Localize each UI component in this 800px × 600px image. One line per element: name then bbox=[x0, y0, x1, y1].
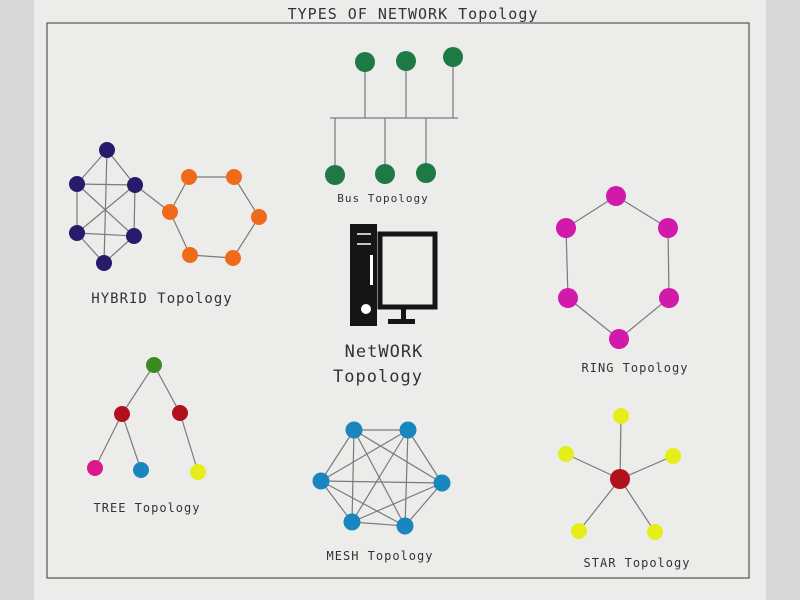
network-node bbox=[556, 218, 576, 238]
network-node bbox=[172, 405, 188, 421]
connection-line bbox=[320, 480, 443, 484]
connection-line bbox=[351, 521, 406, 527]
connection-line bbox=[133, 184, 136, 237]
network-node bbox=[343, 513, 361, 531]
center-label-line2: Topology bbox=[333, 367, 423, 387]
network-node bbox=[190, 464, 206, 480]
connection-line bbox=[121, 413, 142, 471]
network-node bbox=[96, 255, 112, 271]
connection-line bbox=[121, 364, 155, 415]
connection-line bbox=[667, 227, 670, 299]
network-node bbox=[146, 357, 162, 373]
network-node bbox=[665, 448, 681, 464]
network-node bbox=[558, 446, 574, 462]
star-topology-diagram bbox=[558, 408, 681, 540]
connection-line bbox=[320, 429, 355, 482]
poster-border bbox=[46, 22, 750, 579]
connection-line bbox=[76, 232, 135, 237]
paper-sheet bbox=[34, 0, 766, 600]
network-node bbox=[99, 142, 115, 158]
connection-line bbox=[94, 413, 123, 469]
tree-topology-label: TREE Topology bbox=[94, 501, 201, 515]
star-topology-label: STAR Topology bbox=[584, 556, 691, 570]
hybrid-topology-diagram bbox=[69, 142, 267, 271]
connection-line bbox=[353, 429, 443, 484]
connection-line bbox=[76, 184, 136, 234]
network-node bbox=[355, 52, 375, 72]
connection-line bbox=[407, 429, 443, 484]
network-node bbox=[226, 169, 242, 185]
connection-line bbox=[320, 480, 353, 523]
connection-line bbox=[153, 364, 181, 414]
network-node bbox=[133, 462, 149, 478]
connection-line bbox=[567, 297, 620, 340]
connection-line bbox=[232, 216, 260, 259]
network-node bbox=[87, 460, 103, 476]
network-node bbox=[312, 472, 330, 490]
connection-line bbox=[565, 227, 569, 299]
connection-line bbox=[615, 195, 669, 229]
tree-topology-diagram bbox=[87, 357, 206, 480]
network-node bbox=[69, 176, 85, 192]
bus-topology-label: Bus Topology bbox=[337, 192, 428, 205]
poster-title: TYPES OF NETWORK Topology bbox=[288, 5, 539, 23]
network-node bbox=[127, 177, 143, 193]
network-node bbox=[251, 209, 267, 225]
connection-line bbox=[404, 429, 409, 527]
connection-line bbox=[619, 415, 622, 480]
network-node bbox=[558, 288, 578, 308]
connection-line bbox=[351, 429, 355, 523]
connection-line bbox=[578, 478, 621, 532]
tower-power-button bbox=[361, 304, 371, 314]
mesh-topology-diagram bbox=[312, 421, 451, 535]
connection-line bbox=[320, 480, 406, 527]
network-node bbox=[613, 408, 629, 424]
computer-monitor bbox=[377, 231, 438, 310]
connection-line bbox=[404, 482, 443, 527]
network-node bbox=[126, 228, 142, 244]
network-node bbox=[396, 51, 416, 71]
network-node bbox=[433, 474, 451, 492]
network-node bbox=[325, 165, 345, 185]
network-node bbox=[606, 186, 626, 206]
connection-line bbox=[351, 482, 443, 523]
connection-line bbox=[103, 149, 108, 264]
connection-line bbox=[353, 429, 406, 527]
network-node bbox=[181, 169, 197, 185]
ring-topology-diagram bbox=[556, 186, 679, 349]
connection-line bbox=[76, 183, 136, 186]
network-node bbox=[610, 469, 630, 489]
monitor-neck bbox=[401, 307, 406, 319]
computer-icon bbox=[350, 224, 438, 326]
network-node bbox=[162, 204, 178, 220]
network-node bbox=[443, 47, 463, 67]
network-node bbox=[647, 524, 663, 540]
network-node bbox=[345, 421, 363, 439]
network-node bbox=[396, 517, 414, 535]
connection-line bbox=[351, 429, 409, 523]
monitor-stand bbox=[388, 319, 415, 324]
network-node bbox=[375, 164, 395, 184]
ring-topology-label: RING Topology bbox=[582, 361, 689, 375]
connection-line bbox=[619, 478, 656, 533]
center-label-line1: NetWORK bbox=[345, 342, 424, 362]
network-node bbox=[658, 218, 678, 238]
bus-topology-diagram bbox=[325, 47, 463, 185]
network-node bbox=[399, 421, 417, 439]
network-node bbox=[609, 329, 629, 349]
network-node bbox=[416, 163, 436, 183]
tower-detail bbox=[370, 255, 373, 285]
network-node bbox=[225, 250, 241, 266]
network-node bbox=[659, 288, 679, 308]
connection-line bbox=[179, 412, 199, 473]
network-node bbox=[182, 247, 198, 263]
connection-line bbox=[618, 297, 670, 340]
connection-line bbox=[320, 429, 409, 482]
network-node bbox=[114, 406, 130, 422]
hybrid-topology-label: HYBRID Topology bbox=[91, 291, 232, 307]
network-node bbox=[69, 225, 85, 241]
network-node bbox=[571, 523, 587, 539]
mesh-topology-label: MESH Topology bbox=[327, 549, 434, 563]
